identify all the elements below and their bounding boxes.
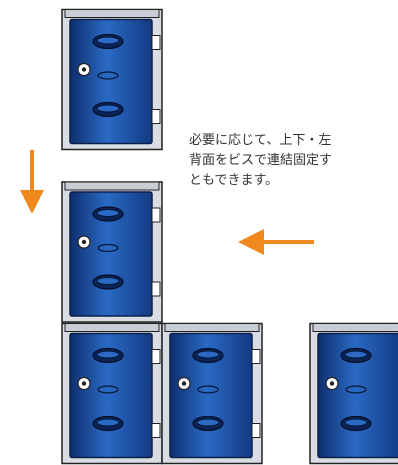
connection-caption: 必要に応じて、上下・左 背面をビスで連結固定す ともできます。 [189, 131, 398, 191]
caption-line-1: 必要に応じて、上下・左 [189, 133, 332, 148]
locker-stack-lower [61, 322, 163, 465]
arrow-down-icon [20, 150, 44, 214]
caption-line-2: 背面をビスで連結固定す [189, 153, 333, 168]
locker-side-detached [309, 322, 398, 465]
arrow-left-icon [238, 229, 314, 255]
locker-top-detached [61, 8, 163, 151]
locker-stack-upper [61, 181, 163, 323]
locker-side-joined [161, 322, 263, 465]
caption-line-3: ともできます。 [189, 173, 279, 188]
